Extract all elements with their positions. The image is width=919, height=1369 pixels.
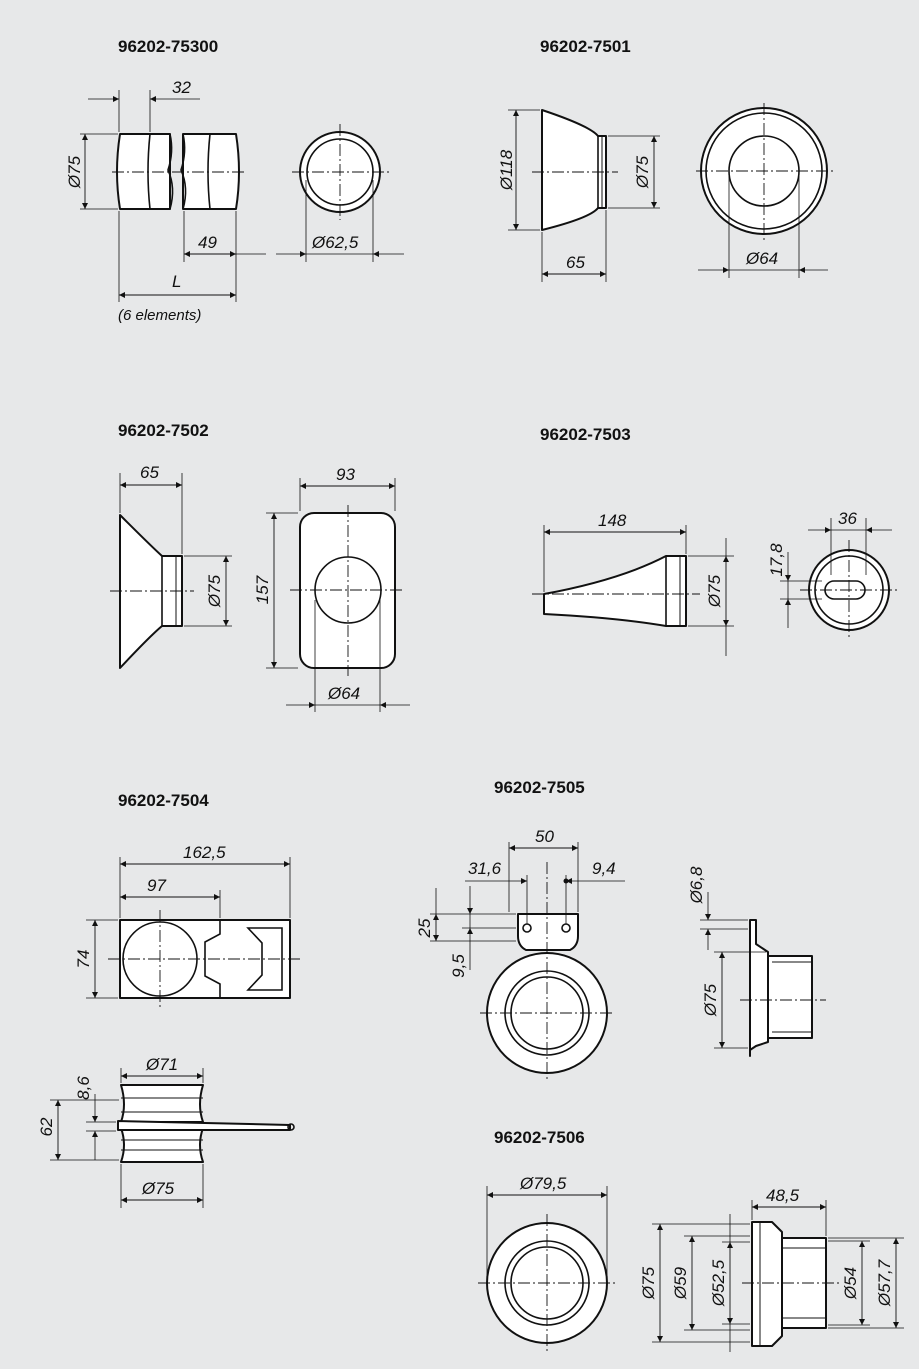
hose-end-view [292, 124, 390, 220]
dim-l74: 74 [74, 950, 93, 969]
dim-l62: 62 [37, 1117, 56, 1136]
part-title: 96202-75300 [118, 37, 218, 56]
dim-d75: Ø75 [639, 1266, 658, 1300]
dim-l65: 65 [140, 463, 159, 482]
dim-l485: 48,5 [766, 1186, 800, 1205]
part-96202-7506: 96202-7506 Ø79,5 48,5 Ø75 [478, 1128, 904, 1352]
part-title: 96202-7506 [494, 1128, 585, 1147]
part-title: 96202-7502 [118, 421, 209, 440]
adapter-side-view [117, 1084, 295, 1163]
dim-l148: 148 [598, 511, 627, 530]
part-title: 96202-7501 [540, 37, 631, 56]
part-96202-7505: 96202-7505 50 31,6 9,4 25 9,5 [415, 778, 826, 1080]
dim-d577: Ø57,7 [875, 1259, 894, 1307]
dim-d71: Ø71 [145, 1055, 178, 1074]
bracket-side-view [740, 919, 826, 1057]
dim-l178: 17,8 [767, 543, 786, 577]
dim-note: (6 elements) [118, 307, 201, 324]
part-title: 96202-7504 [118, 791, 209, 810]
dim-d75: Ø75 [633, 155, 652, 189]
dim-d59: Ø59 [671, 1266, 690, 1300]
dim-l65: 65 [566, 253, 585, 272]
dim-d75: Ø75 [205, 574, 224, 608]
dim-d75: Ø75 [65, 155, 84, 189]
dim-l36: 36 [838, 509, 857, 528]
dim-l95: 9,5 [449, 954, 468, 978]
dim-d64: Ø64 [745, 249, 778, 268]
dim-l157: 157 [253, 575, 272, 604]
bracket-front-view [480, 862, 614, 1080]
dim-d54: Ø54 [841, 1267, 860, 1300]
adapter-top-view [108, 910, 300, 1008]
dim-l1625: 162,5 [183, 843, 226, 862]
dim-d75: Ø75 [141, 1179, 175, 1198]
part-96202-7504: 96202-7504 162,5 97 74 [37, 791, 300, 1208]
nozzle-side-view [110, 514, 194, 669]
part-title: 96202-7503 [540, 425, 631, 444]
sleeve-front-view [478, 1214, 616, 1352]
sleeve-side-view [742, 1221, 840, 1347]
dim-l86: 8,6 [74, 1076, 93, 1100]
dim-l50: 50 [535, 827, 554, 846]
dim-d68: Ø6,8 [687, 866, 706, 904]
dim-d75: Ø75 [705, 574, 724, 608]
part-96202-7503: 96202-7503 148 Ø75 36 [532, 425, 898, 656]
dim-l94: 9,4 [592, 859, 616, 878]
flat-nozzle-side-view [532, 555, 700, 627]
dim-l316: 31,6 [468, 859, 502, 878]
part-96202-7502: 96202-7502 65 Ø75 93 157 [110, 421, 410, 712]
funnel-end-view [696, 103, 834, 240]
funnel-side-view [532, 109, 618, 231]
dim-l32: 32 [172, 78, 191, 97]
dim-l93: 93 [336, 465, 355, 484]
dim-d795: Ø79,5 [519, 1174, 567, 1193]
hose-side-view [112, 133, 246, 210]
dim-d64: Ø64 [327, 684, 360, 703]
dim-d118: Ø118 [497, 149, 516, 191]
flat-nozzle-end-view [800, 540, 898, 640]
dim-d75: Ø75 [701, 983, 720, 1017]
dim-d525: Ø52,5 [709, 1259, 728, 1307]
part-96202-75300: 96202-75300 Ø75 32 49 [65, 37, 404, 324]
dim-d625: Ø62,5 [311, 233, 359, 252]
dim-l97: 97 [147, 876, 166, 895]
part-title: 96202-7505 [494, 778, 585, 797]
dim-l25: 25 [415, 918, 434, 938]
part-96202-7501: 96202-7501 Ø118 Ø75 65 Ø64 [497, 37, 834, 282]
dim-l49: 49 [198, 233, 217, 252]
nozzle-front-view [290, 505, 405, 676]
dim-lL: L [172, 272, 181, 291]
